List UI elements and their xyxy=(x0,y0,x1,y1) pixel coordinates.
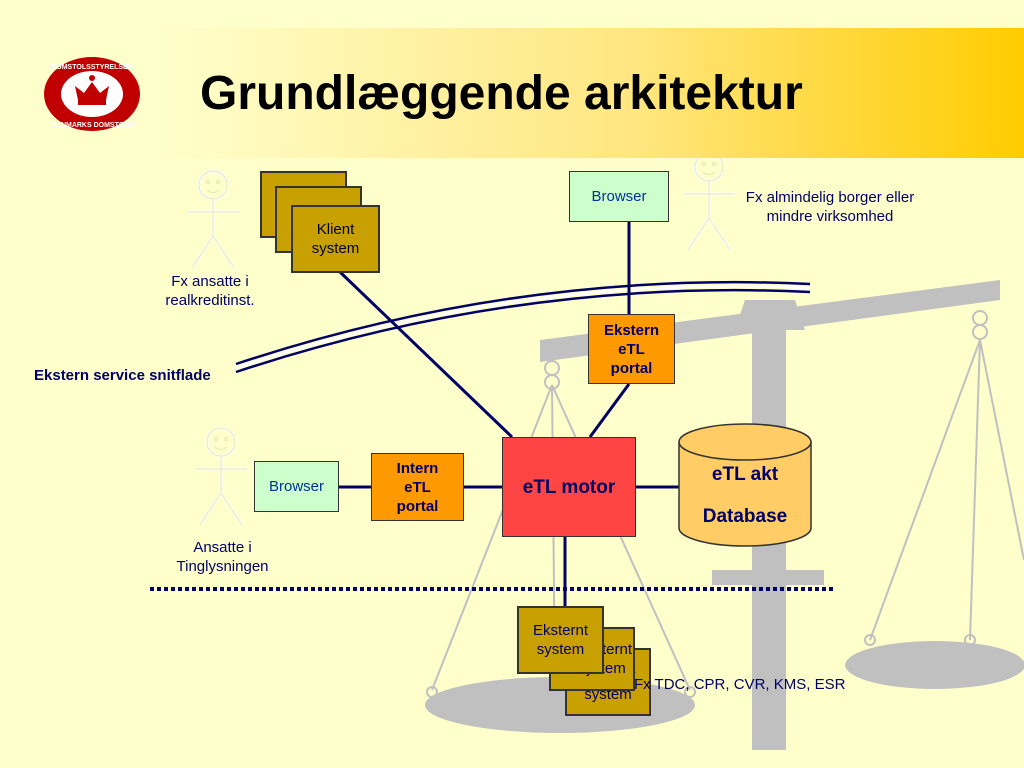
intern-portal-label: Intern eTL portal xyxy=(396,459,439,515)
actor-icon-left-top xyxy=(187,169,239,269)
browser-top-label: Browser xyxy=(591,188,647,205)
browser-left-box: Browser xyxy=(254,461,339,512)
klient-system-box: Klient system xyxy=(291,205,380,273)
klient-system-label: Klient system xyxy=(311,221,360,257)
actor-left-top-label: Fx ansatte i realkreditinst. xyxy=(165,273,255,309)
actor-icon-right-top xyxy=(683,151,735,251)
actor-left-mid-label: Ansatte i Tinglysningen xyxy=(176,539,269,575)
logo-bottom-text: DANMARKS DOMSTOLE xyxy=(51,122,134,129)
browser-top-box: Browser xyxy=(569,171,669,222)
logo: DOMSTOLSSTYRELSEN DANMARKS DOMSTOLE xyxy=(44,57,140,131)
browser-left-label: Browser xyxy=(268,478,324,495)
database-label-line1: eTL akt xyxy=(711,464,779,485)
ekstern-portal-box: Ekstern eTL portal xyxy=(588,314,675,384)
etl-motor-label: eTL motor xyxy=(522,476,616,498)
title-band xyxy=(160,28,1024,158)
actor-icon-left-mid xyxy=(195,426,247,526)
eksternt-system-box: Eksternt system xyxy=(517,606,604,674)
logo-top-text: DOMSTOLSSTYRELSEN xyxy=(51,64,133,71)
intern-portal-box: Intern eTL portal xyxy=(371,453,464,521)
database-label-line2: Database xyxy=(702,506,788,527)
crown-icon xyxy=(75,75,109,105)
actor-right-top-label: Fx almindelig borger eller mindre virkso… xyxy=(745,189,915,225)
eksternt-system-label: Eksternt system xyxy=(532,622,589,658)
interface-label: Ekstern service snitflade xyxy=(34,367,211,384)
external-systems-label: Fx TDC, CPR, CVR, KMS, ESR xyxy=(634,676,846,693)
etl-motor-box: eTL motor xyxy=(502,437,636,537)
ekstern-portal-label: Ekstern eTL portal xyxy=(603,321,660,377)
page-title: Grundlæggende arkitektur xyxy=(200,67,803,120)
